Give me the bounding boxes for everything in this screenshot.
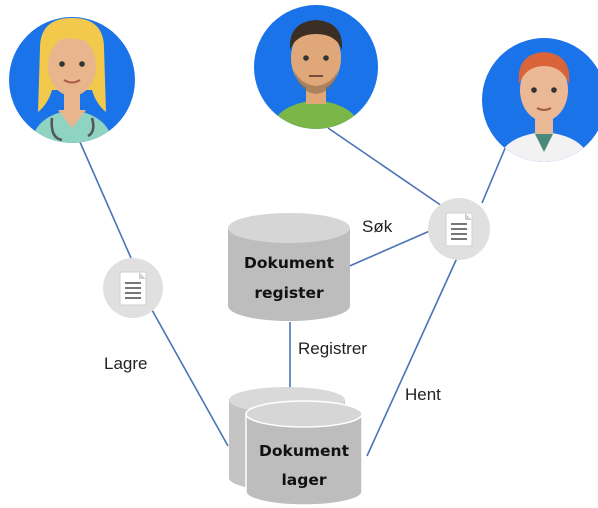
registry-label-line1: Dokument [244, 254, 335, 272]
line-query-doc-to-repository [366, 257, 458, 457]
line-nurse-to-store-doc [79, 141, 132, 259]
repository-label-line2: lager [281, 471, 326, 489]
registry-label-line2: register [254, 284, 324, 302]
nurse-avatar [9, 17, 135, 143]
line-patient-to-query-doc [327, 127, 443, 207]
label-store: Lagre [104, 354, 147, 373]
label-register: Registrer [298, 339, 367, 358]
line-store-doc-to-repository [151, 309, 229, 447]
doctor-avatar [482, 38, 598, 162]
patient-avatar [254, 5, 378, 129]
line-doctor-to-query-doc [481, 145, 507, 204]
repository-label-line1: Dokument [259, 442, 350, 460]
label-fetch: Hent [405, 385, 441, 404]
store-document-icon [103, 258, 163, 318]
query-document-icon [428, 198, 490, 260]
line-registry-to-query-doc [344, 229, 433, 269]
label-search: Søk [362, 217, 393, 236]
connector-lines [79, 127, 507, 457]
document-registry-database: Dokument register [228, 213, 350, 321]
document-repository-database: Dokument lager [229, 387, 363, 506]
